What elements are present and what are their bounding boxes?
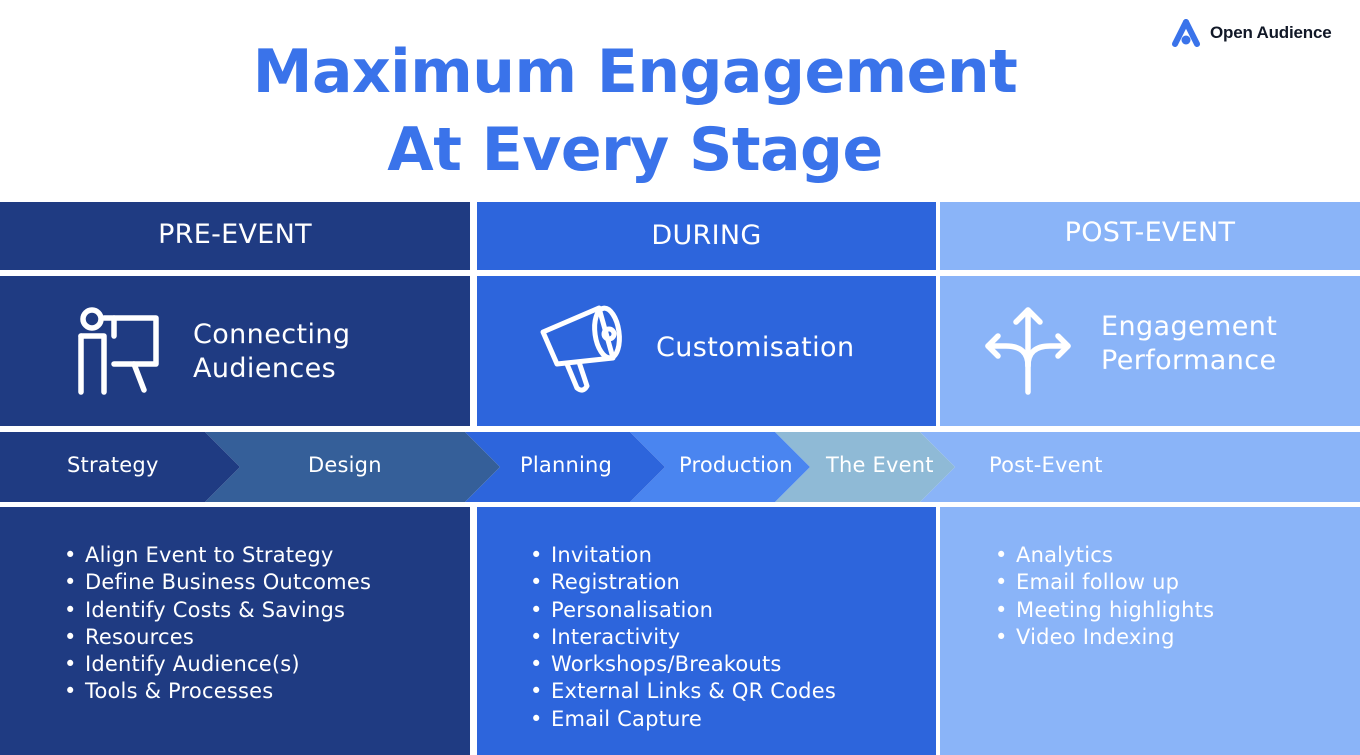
presenter-board-icon: [78, 307, 159, 395]
page-title-line-2: At Every Stage: [387, 115, 883, 185]
stage-label-production: Production: [679, 453, 793, 477]
pre-event-header: PRE-EVENT: [0, 202, 470, 270]
stage-segment-6: [920, 432, 1360, 502]
list-item: Tools & Processes: [64, 678, 371, 706]
list-item: Invitation: [530, 542, 836, 570]
stage-label-planning: Planning: [520, 453, 613, 477]
stage-segment-4: [630, 432, 810, 502]
stage-label-post-event: Post-Event: [989, 453, 1103, 477]
post-event-header: POST-EVENT: [940, 202, 1360, 270]
stage-label-design: Design: [308, 453, 382, 477]
list-item: Analytics: [995, 542, 1214, 570]
megaphone-icon: [540, 305, 622, 393]
page-title-line-1: Maximum Engagement: [252, 37, 1018, 107]
list-item: Meeting highlights: [995, 597, 1214, 625]
pre-event-bullet-list: Align Event to Strategy Define Business …: [64, 542, 371, 706]
list-item: Email follow up: [995, 569, 1214, 597]
during-bullet-list: Invitation Registration Personalisation …: [530, 542, 836, 733]
post-event-feature-label: Engagement Performance: [1101, 311, 1278, 376]
brand-logo: Open Audience: [1168, 16, 1332, 50]
list-item: Align Event to Strategy: [64, 542, 371, 570]
stage-label-strategy: Strategy: [67, 453, 159, 477]
list-item: Email Capture: [530, 706, 836, 734]
list-item: Registration: [530, 569, 836, 597]
open-audience-logo-icon: [1172, 19, 1200, 47]
list-item: Identify Costs & Savings: [64, 597, 371, 625]
stage-label-the-event: The Event: [826, 453, 934, 477]
brand-name: Open Audience: [1210, 23, 1332, 42]
list-item: Define Business Outcomes: [64, 569, 371, 597]
list-item: Identify Audience(s): [64, 651, 371, 679]
during-feature: Customisation: [656, 331, 854, 365]
stage-segment-5: [775, 432, 955, 502]
pre-event-feature: Connecting Audiences: [193, 318, 350, 386]
during-feature-label: Customisation: [656, 332, 855, 363]
during-header: DURING: [477, 202, 936, 270]
during-header-label: DURING: [651, 220, 762, 251]
pre-event-feature-label: Connecting Audiences: [193, 319, 351, 384]
split-arrows-icon: [985, 307, 1071, 395]
list-item: Interactivity: [530, 624, 836, 652]
list-item: Resources: [64, 624, 371, 652]
stage-segment-3: [465, 432, 665, 502]
process-chevron-strip: [0, 432, 1360, 502]
post-event-bullet-list: Analytics Email follow up Meeting highli…: [995, 542, 1214, 651]
pre-event-header-label: PRE-EVENT: [158, 219, 312, 250]
post-event-header-label: POST-EVENT: [1064, 217, 1236, 248]
stage-segment-2: [205, 432, 500, 502]
stage-segment-1: [0, 432, 240, 502]
list-item: Video Indexing: [995, 624, 1214, 652]
list-item: External Links & QR Codes: [530, 678, 836, 706]
post-event-feature-panel: [940, 276, 1360, 426]
list-item: Personalisation: [530, 597, 836, 625]
list-item: Workshops/Breakouts: [530, 651, 836, 679]
post-event-feature: Engagement Performance: [1101, 310, 1277, 378]
